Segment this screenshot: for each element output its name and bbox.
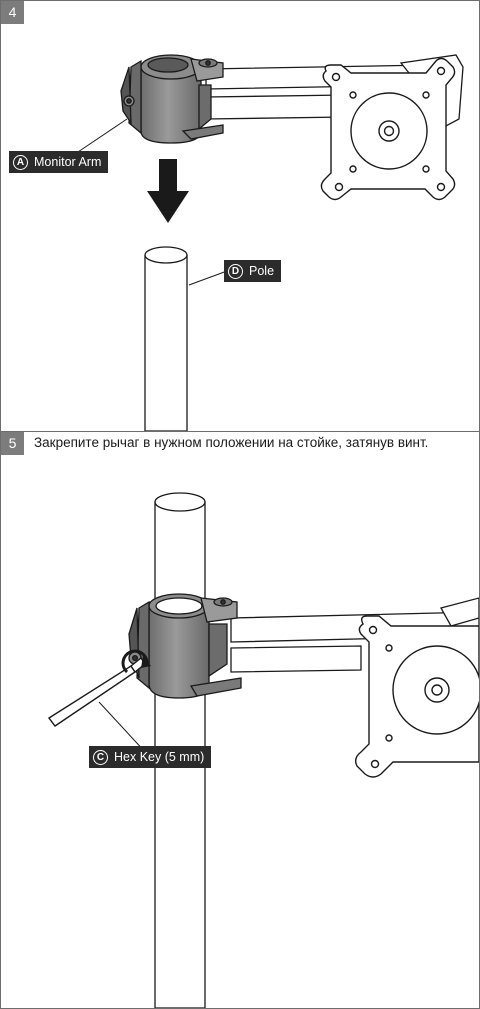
- monitor-arm-callout: A Monitor Arm: [9, 151, 109, 173]
- hex-key-callout: C Hex Key (5 mm): [89, 746, 212, 768]
- step-4-illustration: [74, 54, 464, 431]
- callout-letter-c: C: [93, 749, 108, 765]
- step-4-number: 4: [1, 1, 24, 24]
- leader-monitor-arm: [74, 118, 128, 155]
- pole-label: Pole: [249, 264, 275, 278]
- hex-key: [47, 656, 146, 727]
- rotation-arrow: [121, 649, 149, 674]
- leader-hex-key: [98, 701, 148, 755]
- down-arrow: [147, 159, 189, 223]
- step-5-panel: 5 Закрепите рычаг в нужном положении на …: [0, 431, 480, 1009]
- pole-callout: D Pole: [224, 260, 282, 282]
- monitor-arm-clamp: [120, 54, 224, 144]
- step-5-instruction: Закрепите рычаг в нужном положении на ст…: [34, 435, 429, 450]
- leader-pole: [188, 270, 228, 286]
- vesa-plate: [354, 615, 479, 778]
- hex-key-label: Hex Key (5 mm): [114, 750, 205, 764]
- monitor-arm-clamp: [128, 593, 242, 699]
- vesa-plate: [320, 57, 456, 201]
- pole: [144, 246, 188, 431]
- step-5-illustration: [47, 492, 479, 1008]
- callout-letter-a: A: [13, 154, 28, 170]
- callout-letter-d: D: [228, 263, 243, 279]
- monitor-arm-label: Monitor Arm: [34, 155, 102, 169]
- step-5-number: 5: [1, 432, 24, 455]
- step-4-panel: 4 A Monitor Arm D Pole: [0, 0, 480, 432]
